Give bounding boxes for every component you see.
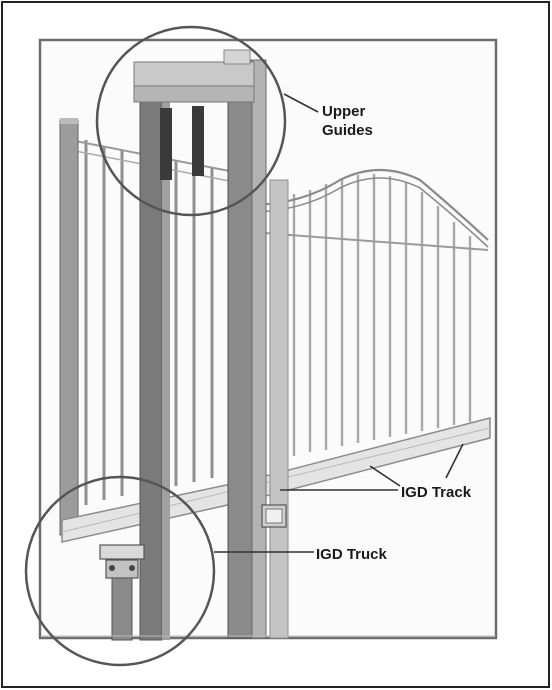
igd-track-leader-1 bbox=[369, 465, 401, 487]
picture-frame bbox=[38, 38, 498, 640]
upper-guides-leader bbox=[283, 93, 319, 113]
gate-illustration bbox=[42, 49, 494, 641]
truck-hardware bbox=[99, 504, 287, 641]
igd-track-leader-2 bbox=[445, 443, 464, 479]
upper-guides-label-line1: Upper bbox=[322, 103, 366, 120]
igd-truck-label: IGD Truck bbox=[316, 546, 387, 563]
igd-track-label: IGD Track bbox=[401, 484, 472, 501]
upper-guide-block bbox=[133, 49, 255, 180]
igd-truck-callout-circle bbox=[24, 475, 216, 667]
upper-guides-label-line2: Guides bbox=[322, 122, 373, 139]
upper-guides-label: Upper Guides bbox=[322, 102, 373, 140]
upper-guides-callout-circle bbox=[95, 25, 287, 217]
